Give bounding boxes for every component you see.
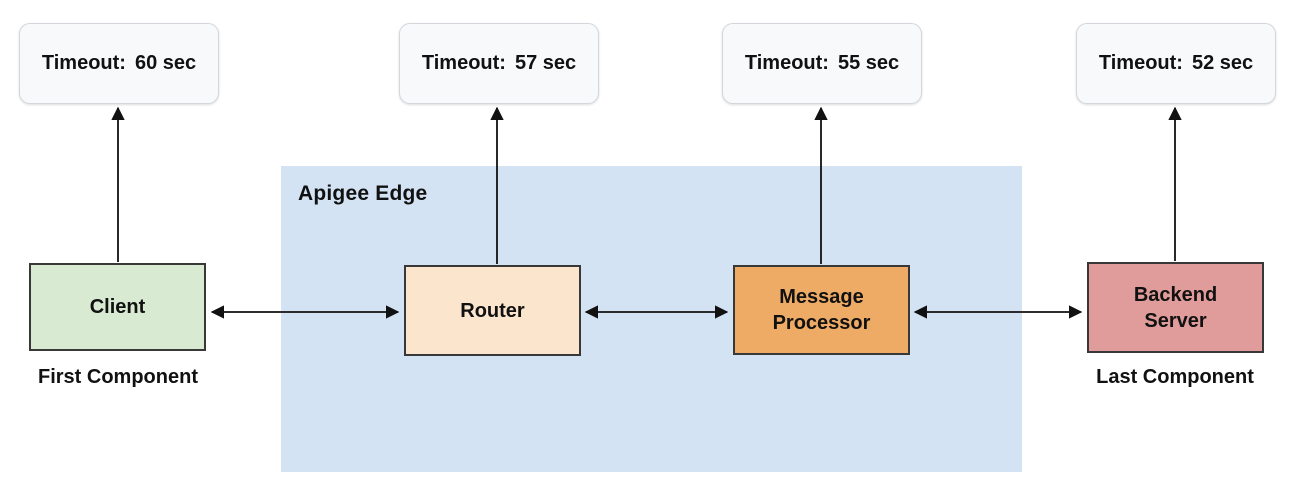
timeout-box-router: Timeout: 57 sec [399, 23, 599, 104]
timeout-label: Timeout: [421, 52, 506, 74]
timeout-value: 52 sec [1191, 52, 1254, 74]
timeout-value: 57 sec [514, 52, 577, 74]
timeout-label: Timeout: [41, 52, 126, 74]
component-label: Router [460, 299, 525, 322]
component-message-processor: Message Processor [733, 265, 910, 355]
timeout-value: 60 sec [134, 52, 197, 74]
component-label: Message Processor [772, 286, 871, 334]
timeout-box-client: Timeout: 60 sec [19, 23, 219, 104]
apigee-edge-label: Apigee Edge [298, 182, 428, 205]
component-client: Client [29, 263, 206, 351]
timeout-label: Timeout: [1098, 52, 1183, 74]
component-label: Client [89, 296, 146, 318]
timeout-box-message-processor: Timeout: 55 sec [722, 23, 922, 104]
component-label: Backend Server [1133, 283, 1218, 332]
timeout-value: 55 sec [837, 52, 900, 74]
caption-first-component: First Component [38, 366, 198, 388]
component-backend-server: Backend Server [1087, 262, 1264, 353]
timeout-label: Timeout: [744, 52, 829, 74]
component-router: Router [404, 265, 581, 356]
caption-last-component: Last Component [1096, 366, 1254, 388]
apigee-edge-region: Apigee Edge [281, 166, 1022, 472]
timeout-box-backend-server: Timeout: 52 sec [1076, 23, 1276, 104]
